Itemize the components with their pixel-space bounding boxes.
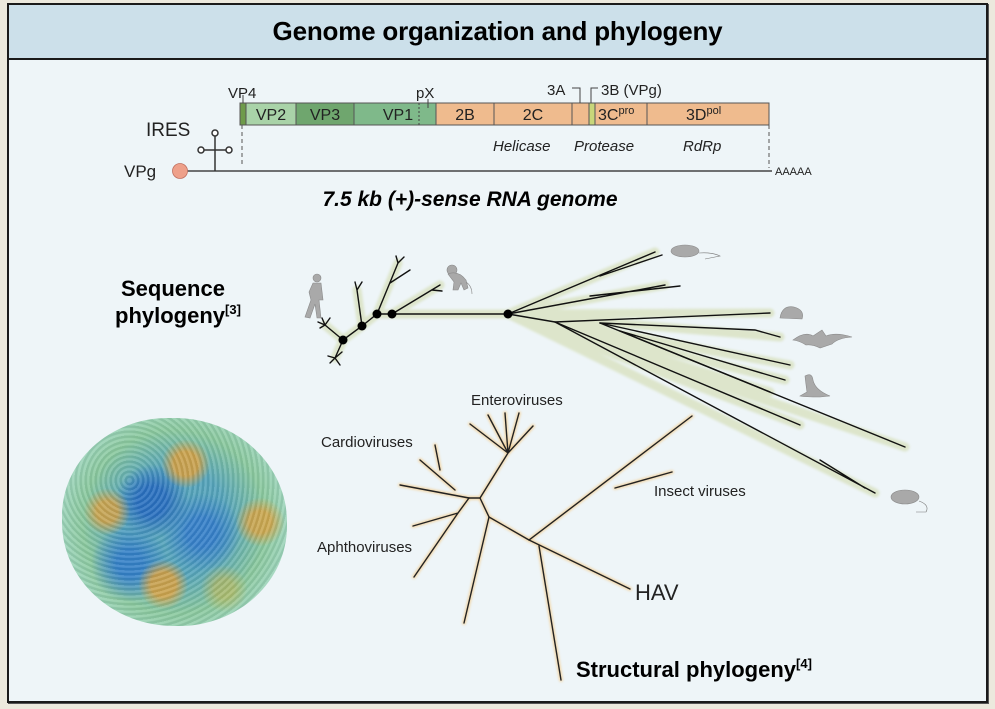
hav-label: HAV xyxy=(635,580,679,605)
genome-map: VPg IRES VP2 VP3 VP1 xyxy=(124,82,812,211)
3a-bracket xyxy=(572,87,581,103)
segment-3a xyxy=(571,102,590,126)
tree-node xyxy=(387,309,397,319)
protease-label: Protease xyxy=(574,138,634,155)
3b-bracket xyxy=(590,87,598,103)
genome-caption: 7.5 kb (+)-sense RNA genome xyxy=(322,188,617,211)
cardioviruses-label: Cardioviruses xyxy=(321,434,413,451)
structural-phylogeny-label: Structural phylogeny[4] xyxy=(576,656,812,682)
3d-label: 3Dpol xyxy=(686,105,721,124)
host-icons xyxy=(304,244,928,513)
sequence-tree-nodes xyxy=(338,309,513,345)
tree-node xyxy=(372,309,382,319)
tree-node xyxy=(357,321,367,331)
aphthoviruses-label: Aphthoviruses xyxy=(317,539,412,556)
3b-label: 3B (VPg) xyxy=(601,82,662,99)
vp4-label: VP4 xyxy=(228,85,256,102)
2b-label: 2B xyxy=(455,107,475,124)
sequence-phylogeny-label: Sequence phylogeny[3] xyxy=(115,276,241,328)
3a-label: 3A xyxy=(547,82,565,99)
enteroviruses-label: Enteroviruses xyxy=(471,392,563,409)
seal-icon xyxy=(799,374,831,398)
segment-3b xyxy=(588,102,596,126)
vpg-label: VPg xyxy=(124,162,156,181)
seq-label-line2: phylogeny[3] xyxy=(115,302,241,328)
polya-label: AAAAA xyxy=(775,166,812,178)
ires-icon xyxy=(197,129,233,171)
ires-label: IRES xyxy=(146,120,190,141)
vp3-label: VP3 xyxy=(310,107,340,124)
monkey-icon xyxy=(446,264,473,295)
rat-icon xyxy=(670,244,721,260)
human-icon xyxy=(304,273,324,319)
sequence-tree-branches xyxy=(317,251,906,494)
bat-icon xyxy=(792,329,853,349)
structural-tree-halo xyxy=(398,411,694,682)
structural-tree-branches xyxy=(399,412,693,681)
tree-node xyxy=(503,309,513,319)
polyprotein-bar xyxy=(239,102,770,126)
sequence-tree-halo xyxy=(320,247,910,498)
insect-viruses-label: Insect viruses xyxy=(654,483,746,500)
segment-3d xyxy=(646,102,770,126)
shrew-icon xyxy=(890,489,928,513)
vp1-label: VP1 xyxy=(383,107,413,124)
rdrp-label: RdRp xyxy=(683,138,721,155)
structural-tree xyxy=(398,411,694,682)
3c-label: 3Cpro xyxy=(598,105,634,124)
2c-label: 2C xyxy=(523,107,543,124)
seq-label-line1: Sequence xyxy=(121,276,225,301)
panel-title: Genome organization and phylogeny xyxy=(272,16,723,46)
segment-vp4 xyxy=(239,102,247,126)
helicase-label: Helicase xyxy=(493,138,551,155)
panel-header: Genome organization and phylogeny xyxy=(9,5,986,60)
tree-node xyxy=(338,335,348,345)
px-label: pX xyxy=(416,85,434,102)
vp2-label: VP2 xyxy=(256,107,286,124)
sequence-tree xyxy=(317,247,910,498)
capsid-structure-image xyxy=(62,418,287,626)
hedgehog-icon xyxy=(779,306,803,320)
vpg-dot xyxy=(172,163,188,179)
